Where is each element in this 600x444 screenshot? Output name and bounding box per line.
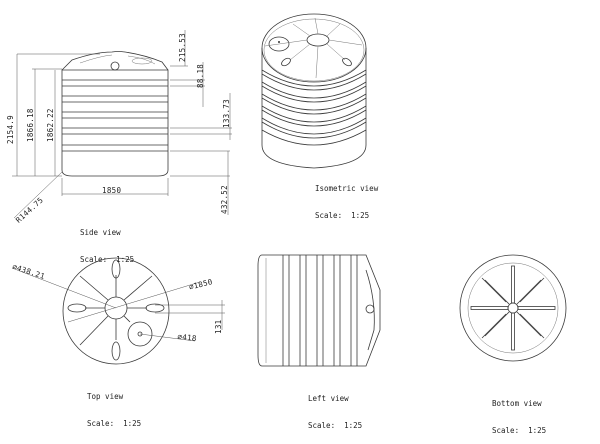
isometric-view-drawing — [261, 13, 367, 169]
dim-offset: 131 — [214, 319, 223, 334]
bottom-view-title: Bottom view — [492, 399, 542, 408]
bottom-view-drawing — [459, 254, 567, 362]
bottom-view-scale: Scale: 1:25 — [492, 426, 547, 435]
isometric-view-caption: Isometric view Scale: 1:25 — [315, 166, 378, 229]
left-view-scale: Scale: 1:25 — [308, 421, 363, 430]
top-view-title: Top view — [87, 392, 124, 401]
dim-rib-pitch: 133.73 — [222, 99, 231, 128]
side-view-scale: Scale: 1:25 — [80, 255, 135, 264]
top-view-caption: Top view Scale: 1:25 — [87, 374, 141, 437]
dim-overall-height: 2154.9 — [6, 115, 15, 144]
top-view-drawing — [11, 257, 225, 365]
side-view-drawing — [12, 30, 232, 219]
side-view-caption: Side view Scale: 1:25 — [80, 210, 134, 273]
bottom-view-caption: Bottom view Scale: 1:25 — [492, 381, 546, 444]
technical-drawing-canvas — [11, 13, 567, 367]
dim-wall-height: 1862.22 — [46, 108, 55, 142]
dim-body-height: 1866.18 — [26, 108, 35, 142]
dim-lid-diameter: ⌀418 — [177, 332, 198, 343]
side-view-title: Side view — [80, 228, 121, 237]
isometric-view-scale: Scale: 1:25 — [315, 211, 370, 220]
dim-width: 1850 — [102, 186, 122, 195]
dim-top-offset: 215.53 — [178, 33, 187, 62]
dim-rib-pitch-small: 88.18 — [196, 63, 205, 88]
dim-base-height: 432.52 — [220, 185, 229, 214]
isometric-view-title: Isometric view — [315, 184, 379, 193]
left-view-caption: Left view Scale: 1:25 — [308, 376, 362, 439]
left-view-title: Left view — [308, 394, 349, 403]
left-view-drawing — [257, 254, 381, 367]
